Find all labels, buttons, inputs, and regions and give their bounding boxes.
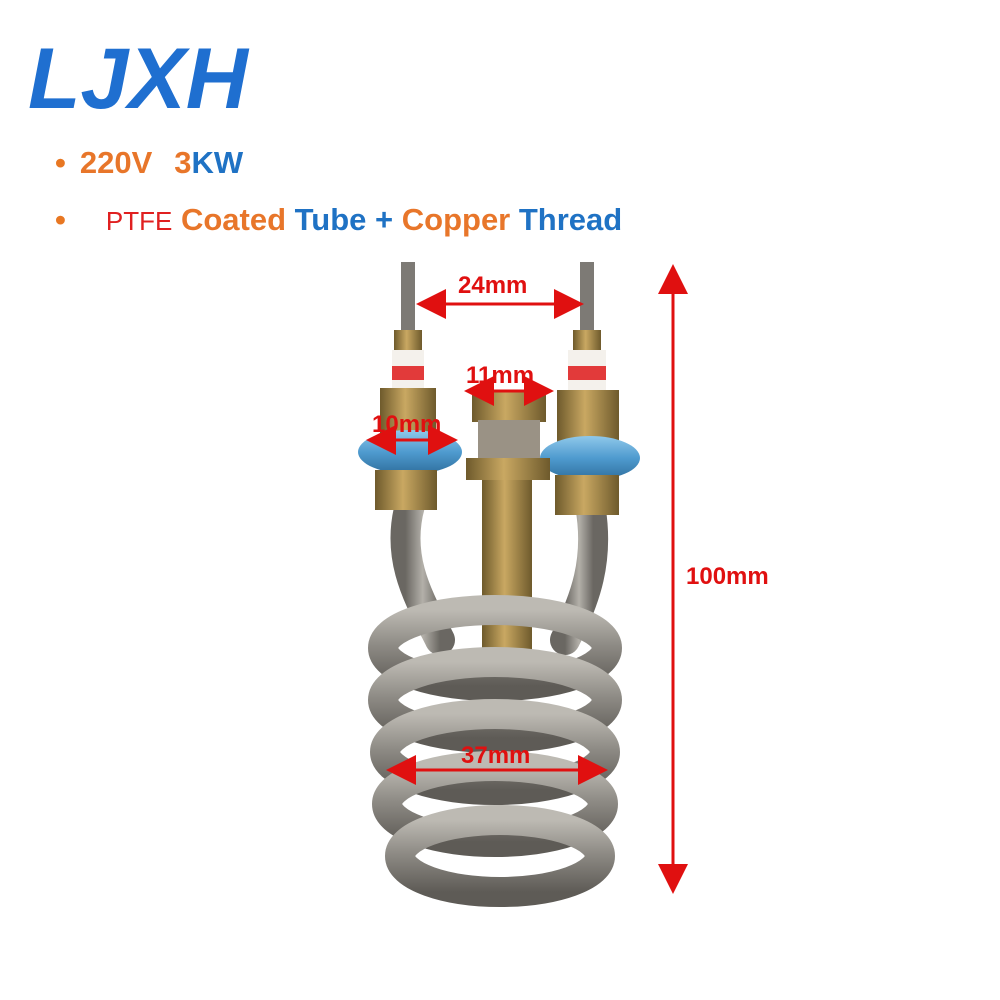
- bullet-dot: •: [55, 202, 66, 237]
- center-brass-pipe: [482, 470, 532, 660]
- left-terminal: [358, 262, 462, 510]
- dim-label-center-thread: 11mm: [466, 362, 535, 389]
- spec-line-material: • PTFE Coated Tube + Copper Thread: [55, 204, 622, 235]
- tube-text: Tube: [294, 202, 367, 237]
- bullet-dot: •: [55, 145, 66, 180]
- brand-logo-text: LJXH: [28, 31, 250, 120]
- ptfe-text: PTFE: [105, 206, 173, 236]
- brand-logo: LJXH: [28, 31, 250, 120]
- plus-text: +: [375, 202, 394, 237]
- dim-label-coil-diameter: 37mm: [461, 742, 531, 769]
- dim-label-height: 100mm: [686, 563, 769, 590]
- dim-label-terminal-spacing: 24mm: [458, 272, 528, 299]
- power-number: 3: [174, 145, 192, 180]
- voltage-text: 220V: [79, 145, 153, 180]
- power-unit: KW: [191, 145, 244, 180]
- copper-text: Copper: [401, 202, 511, 237]
- spec-line-voltage-power: • 220V 3KW: [55, 147, 243, 178]
- coated-text: Coated: [180, 202, 287, 237]
- right-terminal: [540, 262, 640, 515]
- thread-text: Thread: [518, 202, 623, 237]
- center-thread-fitting: [466, 392, 550, 480]
- dim-label-terminal-thread: 10mm: [372, 411, 442, 438]
